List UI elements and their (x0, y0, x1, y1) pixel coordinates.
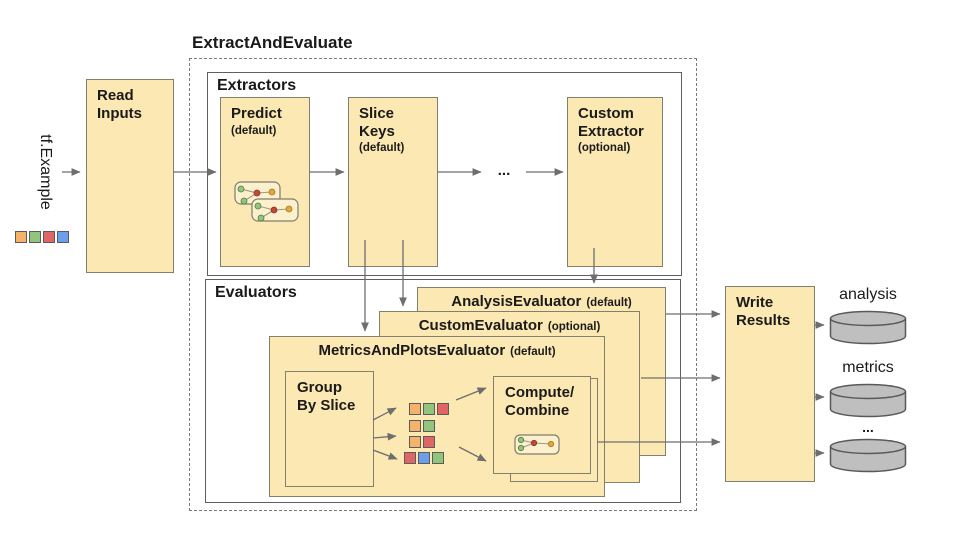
orange-square (409, 420, 421, 432)
read-inputs-label: Read Inputs (97, 87, 142, 122)
slice-squares-row-4 (404, 452, 444, 464)
orange-square (409, 403, 421, 415)
evaluators-label: Evaluators (215, 284, 297, 301)
metrics-and-plots-evaluator-qualifier: (default) (510, 346, 556, 358)
extractors-label: Extractors (217, 77, 297, 94)
blue-square (57, 231, 69, 243)
more-database-icon (829, 438, 907, 473)
red-square (404, 452, 416, 464)
custom-evaluator-qualifier: (optional) (547, 321, 601, 333)
write-results-label: Write Results (736, 294, 791, 329)
custom-extractor-box: Custom Extractor (optional) (567, 97, 663, 267)
red-square (43, 231, 55, 243)
slice-squares-row-3 (409, 436, 435, 448)
red-square (423, 436, 435, 448)
metrics-database-icon (829, 383, 907, 418)
group-by-slice-label: Group By Slice (297, 379, 356, 414)
green-square (29, 231, 41, 243)
diagram-title: ExtractAndEvaluate (192, 33, 353, 52)
output-label-analysis: analysis (839, 286, 897, 303)
compute-combine-label: Compute/ Combine (505, 384, 575, 419)
group-by-slice-box: Group By Slice (285, 371, 374, 487)
output-label-metrics: metrics (842, 359, 894, 376)
read-inputs-box: Read Inputs (86, 79, 174, 273)
analysis-evaluator-qualifier: (default) (586, 297, 632, 309)
write-results-box: Write Results (725, 286, 815, 482)
slice-squares-row-1 (409, 403, 449, 415)
extractors-container: Extractors (207, 72, 682, 276)
custom-extractor-label: Custom Extractor (578, 105, 644, 140)
evaluators-container: Evaluators (205, 279, 681, 503)
blue-square (418, 452, 430, 464)
tf-example-label: tf.Example (37, 134, 54, 210)
slice-keys-label: Slice Keys (359, 105, 395, 140)
custom-extractor-qualifier: (optional) (578, 142, 631, 155)
custom-evaluator-label: CustomEvaluator (418, 317, 543, 334)
metrics-and-plots-evaluator-box: MetricsAndPlotsEvaluator (default) Group … (269, 336, 605, 497)
green-square (423, 403, 435, 415)
orange-square (15, 231, 27, 243)
predict-label: Predict (231, 105, 282, 122)
slice-squares-row-2 (409, 420, 435, 432)
compute-combine-box: Compute/ Combine (493, 376, 591, 474)
tf-example-legend-squares (15, 231, 69, 243)
analysis-evaluator-label: AnalysisEvaluator (451, 293, 582, 310)
extract-and-evaluate-container (189, 58, 697, 511)
model-network-icon (234, 181, 299, 222)
analysis-database-icon (829, 310, 907, 345)
predict-qualifier: (default) (231, 124, 277, 137)
green-square (432, 452, 444, 464)
metrics-and-plots-evaluator-label: MetricsAndPlotsEvaluator (318, 342, 506, 359)
slice-keys-qualifier: (default) (359, 142, 405, 155)
red-square (437, 403, 449, 415)
green-square (423, 420, 435, 432)
orange-square (409, 436, 421, 448)
combine-network-icon (514, 434, 560, 455)
slice-keys-extractor-box: Slice Keys (default) (348, 97, 438, 267)
output-label-more: ... (862, 419, 874, 435)
extractors-ellipsis: ... (497, 162, 511, 179)
